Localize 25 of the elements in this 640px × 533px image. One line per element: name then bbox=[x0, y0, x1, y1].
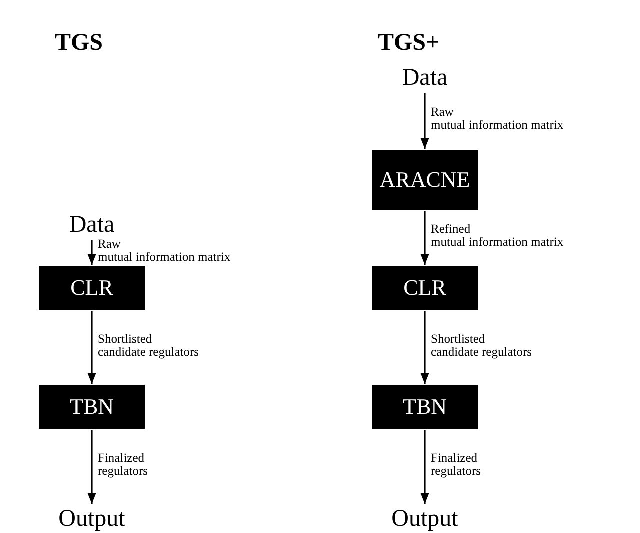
arrow bbox=[420, 211, 430, 265]
arrow bbox=[420, 430, 430, 504]
arrow bbox=[88, 240, 96, 265]
node-label: Data bbox=[57, 211, 127, 239]
edge-label: Shortlisted candidate regulators bbox=[431, 332, 532, 358]
edge-label: Refined mutual information matrix bbox=[431, 223, 564, 249]
column-heading: TGS+ bbox=[378, 30, 440, 57]
edge-label: Shortlisted candidate regulators bbox=[98, 332, 199, 358]
process-box: TBN bbox=[39, 385, 145, 429]
node-label: Output bbox=[47, 505, 137, 533]
edge-label: Raw mutual information matrix bbox=[98, 238, 231, 264]
arrow bbox=[88, 311, 96, 384]
node-label: Data bbox=[390, 64, 460, 92]
arrow bbox=[420, 311, 430, 384]
column-heading: TGS bbox=[55, 30, 104, 57]
node-label: Output bbox=[380, 505, 470, 533]
process-box: CLR bbox=[39, 266, 145, 310]
process-box: CLR bbox=[372, 266, 478, 310]
arrow bbox=[420, 93, 430, 149]
process-box: TBN bbox=[372, 385, 478, 429]
edge-label: Finalized regulators bbox=[98, 452, 148, 478]
edge-label: Raw mutual information matrix bbox=[431, 106, 564, 132]
edge-label: Finalized regulators bbox=[431, 452, 481, 478]
arrow bbox=[88, 430, 96, 504]
process-box: ARACNE bbox=[372, 150, 478, 210]
